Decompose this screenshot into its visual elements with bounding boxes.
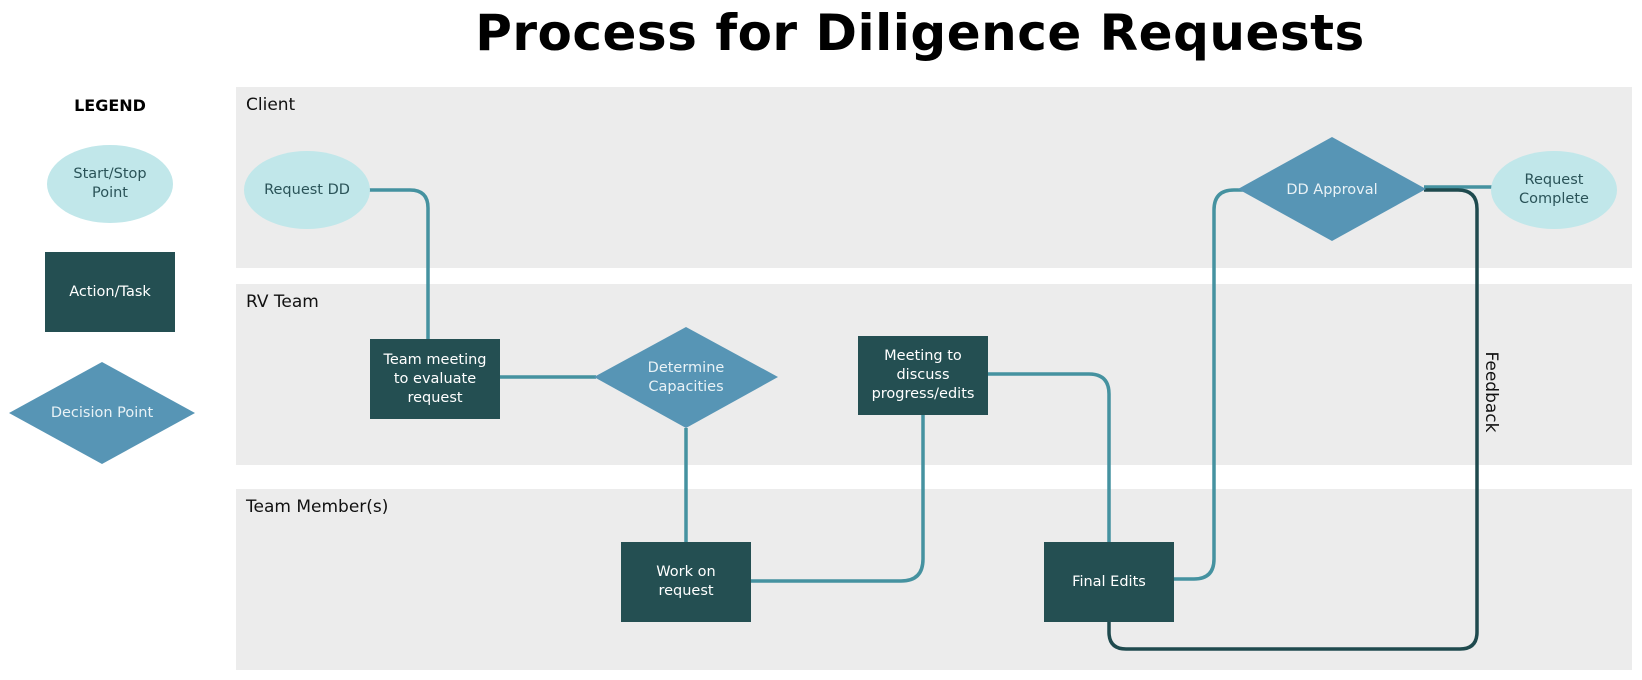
lane-label-team-members: Team Member(s) [246, 497, 389, 517]
legend-start-stop: Start/Stop Point [47, 145, 173, 223]
decision-diamond-dd-approval [1238, 137, 1426, 241]
start-node-request-dd: Request DD [244, 151, 370, 229]
connector-feedback-loop [1107, 188, 1479, 651]
task-final-edits: Final Edits [1044, 542, 1174, 622]
connector-final-to-approval [1174, 188, 1244, 581]
lane-label-rv-team: RV Team [246, 292, 319, 312]
decision-diamond-determine-capacities [594, 327, 778, 428]
stop-node-request-complete: Request Complete [1491, 151, 1617, 229]
feedback-label: Feedback [1481, 351, 1501, 433]
task-work-on-request: Work on request [621, 542, 751, 622]
decision-label-determine-capacities: Determine Capacities [647, 360, 725, 395]
lane-team-members: Team Member(s) [236, 489, 1632, 670]
connector-request-to-meeting [368, 188, 430, 339]
legend-action-task: Action/Task [45, 252, 175, 332]
legend-decision-point: Decision Point [50, 404, 154, 421]
connector-work-to-progress [751, 414, 925, 583]
lane-label-client: Client [246, 95, 296, 115]
page-title: Process for Diligence Requests [475, 4, 1365, 62]
connector-progress-to-final [988, 372, 1111, 543]
legend-decision-diamond [9, 362, 195, 464]
task-team-meeting: Team meeting to evaluate request [370, 339, 500, 419]
legend-heading: LEGEND [74, 96, 146, 115]
task-meeting-progress: Meeting to discuss progress/edits [858, 336, 988, 415]
decision-label-dd-approval: DD Approval [1286, 181, 1378, 198]
